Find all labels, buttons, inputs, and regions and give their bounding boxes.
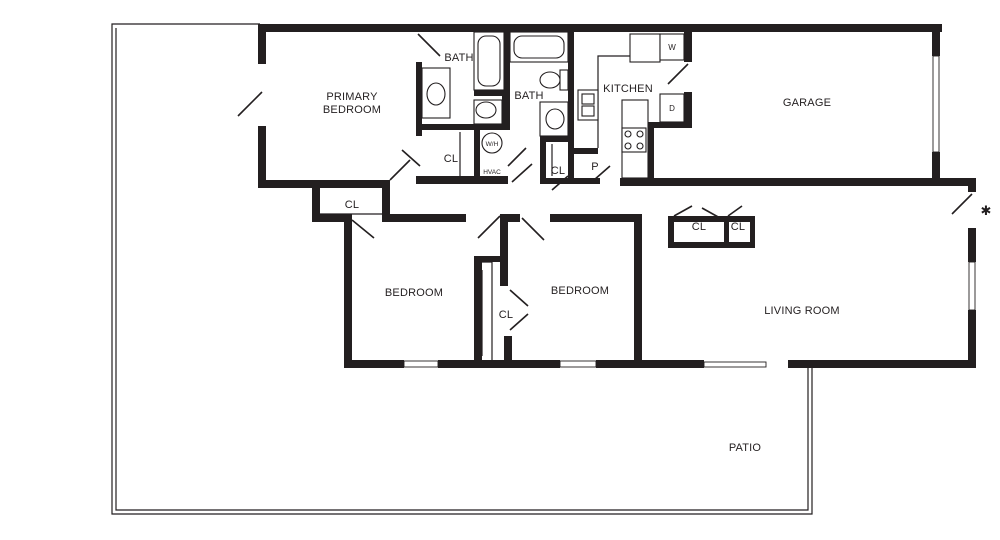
entry-marker-icon: ✱ [981,204,992,219]
doors [237,33,973,360]
fixtures [320,31,685,356]
closet-label-hall: CL [345,199,359,211]
bath-label-1: BATH [444,52,473,64]
primary-bedroom-label-line1: PRIMARY [326,91,378,103]
closet-label-living-2: CL [731,221,745,233]
windows [403,55,976,368]
closet-label-between-bedrooms: CL [499,309,513,321]
fixture-labels: W/H HVAC W D [483,43,676,176]
closet-label-primary: CL [444,153,458,165]
washer-label: W [668,43,676,52]
patio-label: PATIO [729,442,762,454]
kitchen-label: KITCHEN [603,83,653,95]
patio-outline [111,23,813,515]
room-labels: PRIMARY BEDROOM BATH BATH KITCHEN GARAGE… [323,52,840,454]
closet-label-living-1: CL [692,221,706,233]
closet-labels: CL CL CL CL CL CL P [345,153,745,321]
living-room-label: LIVING ROOM [764,305,840,317]
closet-label-bath: CL [551,165,565,177]
bath-label-2: BATH [514,90,543,102]
primary-bedroom-label-line2: BEDROOM [323,104,381,116]
water-heater-label: W/H [486,141,499,148]
pantry-label: P [591,161,599,173]
garage-label: GARAGE [783,97,831,109]
walls [258,24,976,368]
bedroom-label-1: BEDROOM [385,287,443,299]
hvac-label: HVAC [483,169,501,176]
dryer-label: D [669,104,675,113]
bedroom-label-2: BEDROOM [551,285,609,297]
